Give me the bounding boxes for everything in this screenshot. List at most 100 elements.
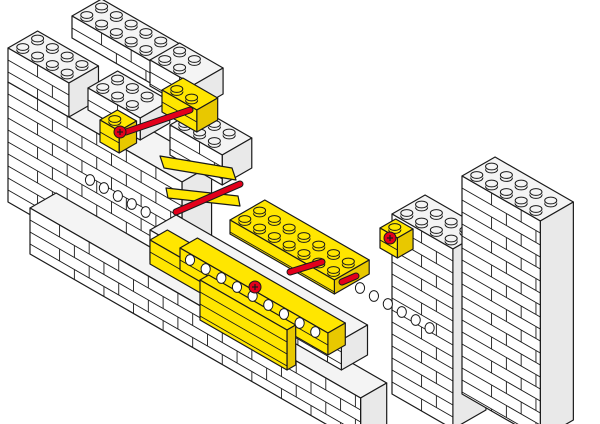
axle-hole-icon xyxy=(216,272,227,284)
wall-left-step-1-course xyxy=(7,59,70,96)
wall-right-pillar-course xyxy=(391,285,454,322)
wall-right-back-course xyxy=(461,235,541,282)
wall-right-back-course xyxy=(461,259,541,306)
plate-stud-icon xyxy=(238,215,252,223)
yellow-brick-left-course xyxy=(99,131,120,144)
axle-hole-icon xyxy=(294,317,305,329)
axle-hole-icon xyxy=(140,206,151,218)
plate-stud-icon xyxy=(499,188,513,196)
plate-stud-icon xyxy=(529,188,543,196)
plate-stud-icon xyxy=(45,43,59,51)
plate-stud-icon xyxy=(109,28,123,36)
plate-stud-icon xyxy=(154,36,168,45)
wall-left-lower-course xyxy=(7,117,183,219)
axle-hole-icon xyxy=(424,322,435,334)
plate-stud-icon xyxy=(60,68,74,77)
plate-stud-icon xyxy=(415,217,429,226)
wall-left-lower-course xyxy=(7,141,183,243)
wall-bottom-course xyxy=(29,231,361,423)
axle-hole-icon xyxy=(126,198,137,210)
plate-stud-icon xyxy=(429,209,443,217)
plate-stud-icon xyxy=(185,93,199,102)
plate-stud-icon xyxy=(282,223,296,232)
plate-stud-icon xyxy=(125,83,139,91)
wall-right-pillar-course xyxy=(391,381,454,418)
plate-stud-icon xyxy=(95,2,109,11)
axle-hole-icon xyxy=(231,281,243,293)
wall-right-pillar-course xyxy=(391,333,454,370)
wall-left-step-1-front xyxy=(7,47,70,118)
plate-stud-icon xyxy=(124,19,138,28)
axle-hole-icon xyxy=(184,254,196,266)
axle-hole-icon xyxy=(84,174,96,186)
axle-hole-icon xyxy=(278,308,290,320)
yellow-panel-bottom-course xyxy=(199,315,288,367)
plate-stud-icon xyxy=(170,85,184,93)
yellow-panel-bottom-side xyxy=(286,324,297,371)
wall-right-back-course xyxy=(461,331,541,378)
technic-hole-rows xyxy=(84,174,435,338)
plate-stud-icon xyxy=(529,205,543,213)
plate-stud-icon xyxy=(297,232,311,240)
plate-stud-icon xyxy=(80,11,94,19)
wall-left-mid-course xyxy=(169,136,223,168)
yellow-panel-bottom-course xyxy=(199,291,288,343)
plate-stud-icon xyxy=(544,196,558,205)
plate-stud-icon xyxy=(31,51,45,60)
yellow-brick-left-front xyxy=(99,119,120,154)
technic-axle-icon-shaft xyxy=(173,181,243,215)
plate-stud-icon xyxy=(444,217,458,226)
wall-right-pillar-course xyxy=(391,357,454,394)
technic-pin-icon xyxy=(113,125,127,139)
plate-stud-icon xyxy=(267,215,281,223)
wall-right-pillar-course xyxy=(391,273,454,310)
plate-stud-icon xyxy=(282,240,296,249)
axle-hole-icon xyxy=(98,182,110,194)
technic-axle-icon xyxy=(338,272,360,286)
wall-right-back-course xyxy=(461,355,541,402)
wall-right-back-side xyxy=(539,201,574,424)
wall-right-back-course xyxy=(461,343,541,390)
plate-stud-icon xyxy=(109,11,123,19)
axle-hole-icon xyxy=(354,282,366,294)
plate-stud-icon xyxy=(108,115,122,123)
technic-pin-icon xyxy=(383,231,397,245)
plate-stud-icon xyxy=(514,196,528,205)
plate-stud-icon xyxy=(139,28,153,36)
wall-right-back-course xyxy=(461,223,541,270)
plate-stud-icon xyxy=(95,19,109,28)
wall-bottom-course xyxy=(29,243,345,424)
plate-stud-icon xyxy=(400,209,414,217)
plate-stud-icon xyxy=(341,257,355,266)
plate-stud-icon xyxy=(207,137,221,145)
yellow-brick-right-course xyxy=(379,239,398,251)
plate-stud-icon xyxy=(16,43,30,51)
technic-axle-icon xyxy=(122,106,194,136)
plate-stud-icon xyxy=(444,234,458,243)
plate-stud-icon xyxy=(139,45,153,53)
wall-right-pillar-course xyxy=(391,345,454,382)
yellow-panel-bottom-front xyxy=(199,279,288,371)
wall-left-lower-course xyxy=(7,105,183,207)
plate-stud-icon xyxy=(75,60,89,68)
plate-stud-icon xyxy=(388,223,402,231)
plate-stud-icon xyxy=(173,63,187,72)
yellow-plate-centre-front xyxy=(229,219,335,295)
plate-stud-icon xyxy=(31,34,45,43)
plate-stud-icon xyxy=(253,206,267,215)
axle-hole-icon xyxy=(382,298,393,310)
wall-right-back-course xyxy=(461,319,541,366)
plate-stud-icon xyxy=(187,55,201,63)
axle-hole-icon xyxy=(396,306,407,318)
axle-hole-icon xyxy=(200,263,211,275)
plate-stud-icon xyxy=(327,249,341,257)
wall-right-pillar-course xyxy=(391,321,454,358)
yellow-plate-centre-course xyxy=(229,231,335,293)
wall-right-back-course xyxy=(461,211,541,258)
wall-left-lower-course xyxy=(7,93,183,195)
plate-stud-icon xyxy=(45,60,59,68)
plate-stud-icon xyxy=(158,55,172,63)
plate-stud-icon xyxy=(125,100,139,108)
wall-left-step-1-course xyxy=(7,71,70,108)
wall-left-step-1 xyxy=(7,30,100,118)
